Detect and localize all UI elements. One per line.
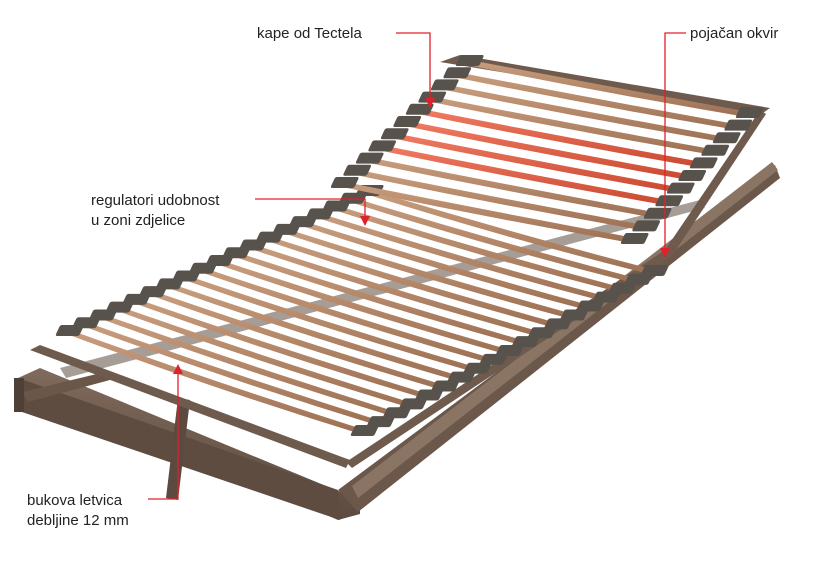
slat-cap — [343, 164, 372, 176]
leader-arrowheads — [173, 98, 670, 374]
regulators-label-line2: u zoni zdjelice — [91, 212, 186, 229]
slat — [457, 72, 741, 131]
beech-slat-label: bukova letvica debljine 12 mm — [27, 491, 129, 531]
slat-cap — [689, 157, 718, 169]
slat — [253, 244, 545, 339]
slat — [120, 306, 416, 410]
regulators-label-line1: regulatori udobnost — [91, 192, 220, 209]
slats-raised-section — [330, 55, 764, 244]
slat-cap — [418, 91, 447, 103]
slat — [270, 236, 561, 330]
slat-tectel-zone — [420, 108, 706, 169]
slats-flat-section — [55, 185, 669, 436]
slat-cap — [560, 309, 588, 321]
slat-cap — [712, 132, 741, 144]
frame-label-text: pojačan okvir — [690, 25, 779, 42]
slat — [103, 314, 400, 419]
slat — [70, 330, 367, 436]
slat-cap — [655, 195, 684, 207]
slat — [432, 96, 718, 156]
slat-cap — [463, 362, 492, 374]
slat — [370, 157, 660, 219]
slat-cap — [576, 300, 605, 312]
slat — [86, 322, 384, 428]
leader-lines — [148, 32, 686, 500]
slat-cap — [592, 291, 621, 303]
slat — [186, 275, 480, 374]
slat — [336, 205, 625, 294]
slat — [220, 260, 512, 356]
slat — [320, 213, 609, 303]
caps-label: kape od Tectela — [257, 24, 362, 44]
slat-tectel-zone — [382, 145, 672, 207]
slat-cap — [393, 116, 422, 127]
slat — [153, 291, 448, 392]
slat-cap — [511, 336, 540, 348]
slat — [236, 252, 529, 348]
slat-cap — [368, 140, 397, 152]
slat — [345, 182, 637, 244]
slat — [136, 298, 432, 401]
slat-cap — [431, 380, 460, 392]
frame-label: pojačan okvir — [690, 24, 778, 44]
slat — [203, 267, 496, 365]
slat-cap — [399, 398, 427, 410]
slat — [370, 190, 657, 276]
slat-cap — [724, 119, 753, 131]
slat — [170, 283, 464, 383]
slat — [303, 221, 593, 312]
slat-cap — [666, 182, 695, 194]
slat-cap — [624, 273, 653, 285]
slat-cap — [430, 79, 459, 91]
slat-cap — [479, 353, 508, 365]
beech-slat-label-line1: bukova letvica — [27, 492, 123, 509]
slat-cap — [544, 318, 572, 330]
slat-cap — [405, 103, 434, 115]
slat — [357, 169, 649, 232]
slat-cap — [701, 144, 730, 156]
slat-tectel-zone — [407, 121, 695, 181]
slat-cap — [528, 327, 556, 339]
slat — [353, 197, 641, 285]
slat-cap — [415, 389, 443, 401]
slat-cap — [447, 371, 476, 383]
regulators-label: regulatori udobnost u zoni zdjelice — [91, 191, 219, 231]
slat-cap — [678, 170, 707, 181]
slat-cap — [495, 345, 524, 356]
slat-cap — [455, 55, 484, 66]
beech-slat-label-line2: debljine 12 mm — [27, 512, 129, 529]
slat-cap — [330, 177, 359, 188]
slat-cap — [380, 128, 409, 140]
slat — [445, 84, 729, 144]
slat-cap — [640, 265, 669, 276]
slat-cap — [366, 416, 395, 428]
slat-cap — [350, 425, 379, 436]
slat-cap — [735, 107, 764, 118]
slat-cap — [355, 152, 384, 164]
slat-cap — [443, 67, 472, 79]
slat-cap — [608, 282, 637, 294]
caps-label-text: kape od Tectela — [257, 25, 362, 42]
slat — [470, 60, 752, 118]
slat — [286, 228, 577, 321]
slat-tectel-zone — [395, 133, 683, 194]
slat-cap — [383, 407, 411, 419]
slat-cap — [632, 220, 661, 232]
slat-cap — [620, 233, 649, 244]
